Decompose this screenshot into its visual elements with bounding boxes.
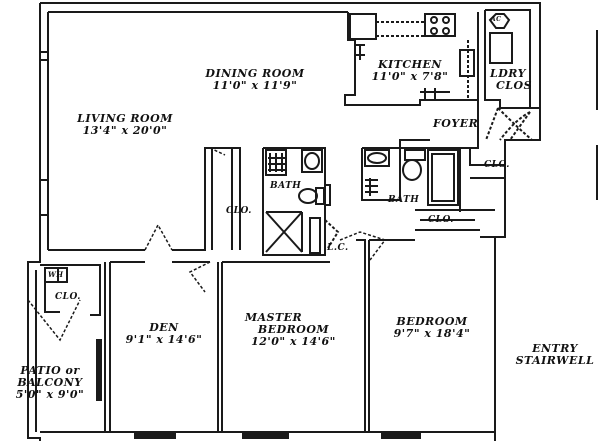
- second-bath-walls: [362, 148, 460, 212]
- room-label-bedroom-closet: CLO.: [428, 215, 454, 225]
- laundry-name-line2: CLOS: [496, 79, 533, 92]
- kitchen-dimensions: 11'0" x 7'8": [371, 70, 449, 83]
- living-room-name: LIVING ROOM: [77, 112, 173, 125]
- room-label-kitchen: KITCHEN 11'0" x 7'8": [350, 59, 470, 83]
- room-label-patio: PATIO or BALCONY 5'0" x 9'0": [0, 365, 100, 401]
- room-label-patio-closet: CLO.: [55, 292, 81, 302]
- room-label-entry-stairwell: ENTRY STAIRWELL: [510, 343, 600, 367]
- room-label-living: LIVING ROOM 13'4" x 20'0": [55, 113, 195, 137]
- room-label-laundry: LDRY CLOS: [490, 68, 532, 92]
- patio-name-line2: BALCONY: [17, 376, 83, 389]
- exterior-walls: [28, 3, 540, 441]
- hvac-unit-icon: AC: [491, 16, 502, 23]
- master-bath-walls: [263, 148, 338, 255]
- dining-room-dimensions: 11'0" x 11'9": [212, 79, 298, 92]
- bedroom-partitions: [40, 237, 495, 438]
- bedroom-name: BEDROOM: [396, 315, 468, 328]
- patio-name-line1: PATIO or: [20, 364, 80, 377]
- room-label-master-bath: BATH: [270, 181, 302, 191]
- den-name: DEN: [149, 321, 179, 334]
- door-swings: [28, 148, 385, 340]
- laundry-closet-walls: [485, 10, 530, 108]
- living-room-walls: [40, 52, 240, 250]
- room-label-dining: DINING ROOM 11'0" x 11'9": [185, 68, 325, 92]
- room-label-linen-closet: L.C.: [327, 243, 349, 253]
- room-label-bedroom: BEDROOM 9'7" x 18'4": [369, 316, 495, 340]
- laundry-name-line1: LDRY: [490, 67, 526, 80]
- patio-dimensions: 5'0" x 9'0": [15, 388, 85, 401]
- foyer-walls: [400, 100, 532, 178]
- room-label-hall-closet: CLO.: [226, 206, 252, 216]
- dining-room-name: DINING ROOM: [205, 67, 305, 80]
- room-label-foyer: FOYER: [433, 117, 479, 130]
- stairwell-name-line2: STAIRWELL: [515, 354, 595, 367]
- living-room-dimensions: 13'4" x 20'0": [82, 124, 168, 137]
- kitchen-walls: [345, 12, 478, 105]
- kitchen-name: KITCHEN: [378, 58, 442, 71]
- bedroom-closet-walls: [415, 210, 495, 230]
- room-label-master-bedroom: MASTER BEDROOM 12'0" x 14'6": [222, 312, 365, 348]
- patio-closet-walls: [40, 265, 100, 315]
- water-heater-icon: WH: [48, 270, 64, 279]
- bedroom-dimensions: 9'7" x 18'4": [393, 327, 471, 340]
- room-label-second-bath: BATH: [388, 195, 420, 205]
- master-bedroom-name-line1: MASTER: [244, 311, 303, 324]
- room-label-den: DEN 9'1" x 14'6": [110, 322, 218, 346]
- den-dimensions: 9'1" x 14'6": [125, 333, 203, 346]
- room-label-foyer-closet: CLO.: [484, 160, 510, 170]
- stairwell-name-line1: ENTRY: [532, 342, 578, 355]
- master-bedroom-dimensions: 12'0" x 14'6": [251, 335, 336, 348]
- master-bedroom-name-line2: BEDROOM: [257, 323, 330, 336]
